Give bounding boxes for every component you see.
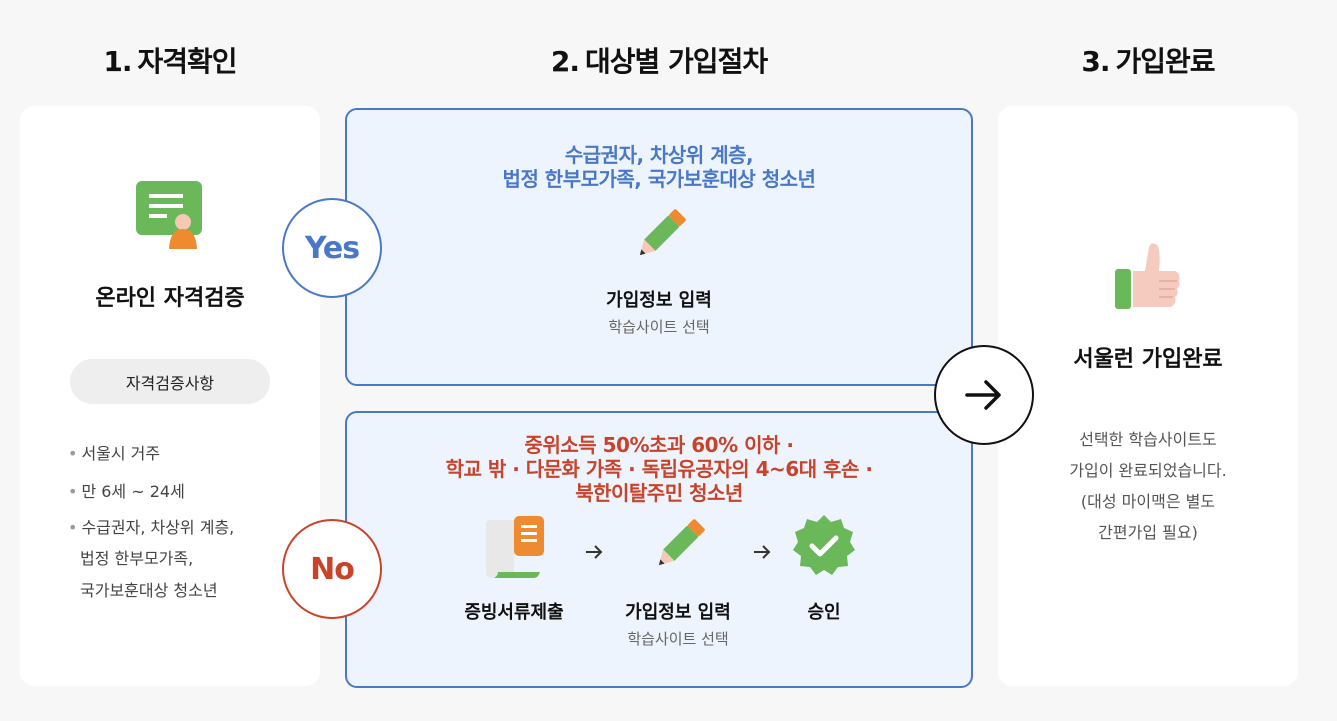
no-badge: No — [282, 519, 382, 619]
complete-card — [998, 106, 1298, 686]
no-stage-sub: 학습사이트 선택 — [627, 630, 729, 648]
step-2-title: 2.대상별 가입절차 — [550, 45, 768, 78]
requirement-item: 국가보훈대상 청소년 — [80, 581, 218, 600]
step-3-title: 3.가입완료 — [1081, 45, 1215, 78]
no-conditions: 중위소득 50%초과 60% 이하 · 학교 밖 · 다문화 가족 · 독립유공… — [445, 433, 873, 505]
eligibility-criteria-pill: 자격검증사항 — [70, 359, 270, 404]
complete-title: 서울런 가입완료 — [1073, 347, 1223, 372]
pencil-icon — [658, 519, 705, 566]
arrow-right-icon — [965, 380, 1001, 410]
document-icon — [486, 516, 544, 578]
eligibility-title: 온라인 자격검증 — [95, 286, 245, 311]
no-stage-title: 가입정보 입력 — [625, 602, 731, 623]
arrow-right-icon — [754, 545, 771, 559]
check-badge-icon — [793, 515, 855, 575]
requirement-item: •수급권자, 차상위 계층, — [68, 518, 235, 537]
step-1-title: 1.자격확인 — [103, 45, 237, 78]
complete-description: 선택한 학습사이트도 가입이 완료되었습니다. (대성 마이맥은 별도 간편가입… — [1069, 430, 1227, 542]
certificate-icon — [136, 181, 202, 249]
no-flow-box — [345, 411, 973, 688]
yes-stage-title: 가입정보 입력 — [606, 290, 712, 311]
yes-badge: Yes — [282, 198, 382, 298]
next-arrow-button — [934, 345, 1034, 445]
yes-stage-sub: 학습사이트 선택 — [608, 318, 710, 336]
requirement-item: •서울시 거주 — [68, 444, 161, 463]
requirement-item: 법정 한부모가족, — [80, 549, 194, 568]
pencil-icon — [639, 209, 686, 256]
requirement-item: •만 6세 ~ 24세 — [68, 482, 185, 501]
no-stage-title: 증빙서류제출 — [464, 602, 564, 623]
thumbs-up-icon — [1115, 243, 1180, 309]
no-stage-title: 승인 — [807, 602, 841, 623]
yes-conditions: 수급권자, 차상위 계층, 법정 한부모가족, 국가보훈대상 청소년 — [502, 143, 816, 191]
arrow-right-icon — [586, 545, 603, 559]
